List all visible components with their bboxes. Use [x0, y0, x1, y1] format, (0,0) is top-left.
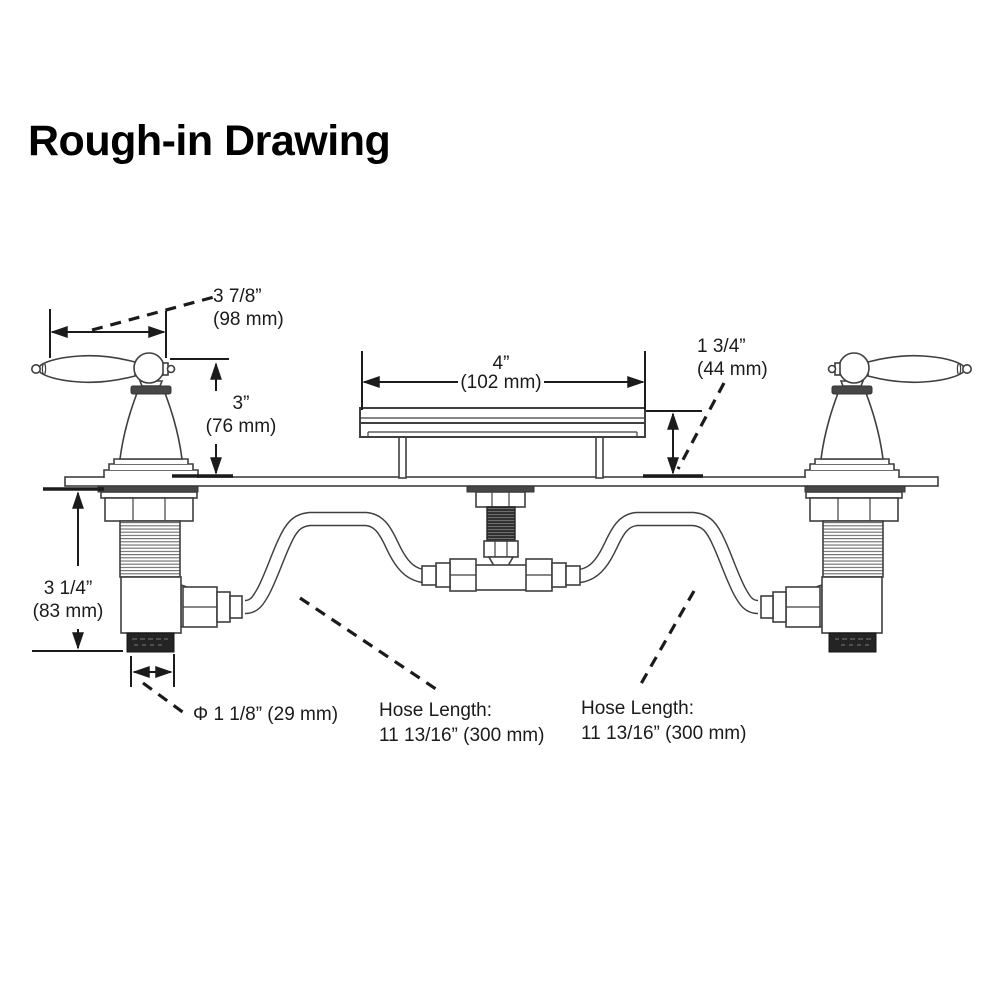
dim-handle-height-metric: (76 mm)	[205, 416, 277, 437]
dim-handle-width-metric: (98 mm)	[213, 309, 284, 330]
left-valve-body	[97, 485, 243, 653]
leader-hole-diameter	[142, 681, 189, 718]
dim-hole-diameter: Φ 1 1/8” (29 mm)	[193, 704, 339, 725]
right-supply-hose	[569, 519, 758, 607]
page-title: Rough-in Drawing	[28, 117, 391, 165]
hose-length-left: Hose Length: 11 13/16” (300 mm)	[379, 698, 544, 748]
dim-below-deck-metric: (83 mm)	[32, 601, 104, 622]
dim-handle-height-inches: 3”	[232, 393, 250, 414]
left-supply-hose	[245, 519, 434, 607]
hose-length-left-value: 11 13/16” (300 mm)	[379, 725, 545, 746]
center-shank-and-tee	[421, 485, 581, 592]
hose-length-left-label: Hose Length:	[379, 700, 493, 721]
hose-length-right-value: 11 13/16” (300 mm)	[581, 723, 747, 744]
dim-spout-width-metric: (102 mm)	[458, 371, 544, 394]
dim-spout-height-metric: (44 mm)	[697, 359, 768, 380]
left-handle	[30, 352, 199, 479]
leader-handle-width	[91, 295, 215, 332]
faucet-assembly	[30, 352, 973, 653]
leader-hose-right	[636, 590, 696, 690]
hose-length-right-label: Hose Length:	[581, 698, 695, 719]
hose-length-right: Hose Length: 11 13/16” (300 mm)	[581, 696, 746, 746]
leader-hose-left	[299, 596, 437, 691]
dim-handle-width-inches: 3 7/8”	[213, 286, 262, 307]
right-handle	[804, 352, 973, 479]
right-valve-body	[760, 485, 906, 653]
dim-handle-width: 3 7/8” (98 mm)	[213, 285, 284, 331]
dim-below-deck-inches: 3 1/4”	[43, 578, 93, 599]
dim-spout-width-inches: 4”	[492, 353, 510, 374]
leader-spout-height	[676, 382, 726, 470]
dimension-lines	[32, 295, 726, 718]
dim-handle-height: 3” (76 mm)	[203, 392, 279, 438]
dim-spout-height-inches: 1 3/4”	[697, 336, 746, 357]
dim-spout-height: 1 3/4” (44 mm)	[697, 335, 768, 381]
spout	[359, 407, 646, 479]
mounting-deck	[64, 476, 939, 487]
dim-below-deck-depth: 3 1/4” (83 mm)	[22, 577, 114, 623]
